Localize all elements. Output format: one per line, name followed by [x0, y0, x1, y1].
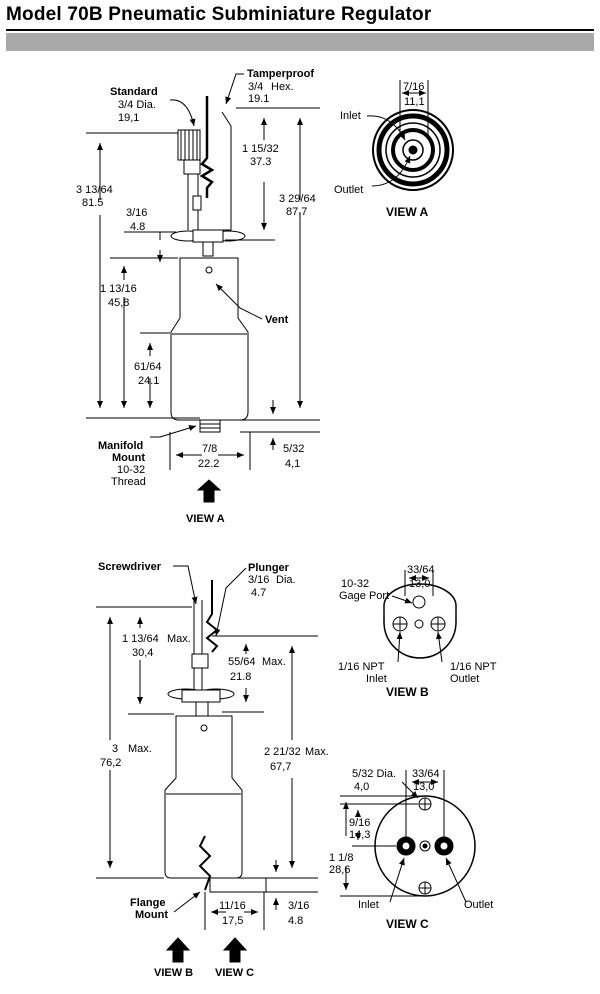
dim-2-21-32-mm: 67,7 [270, 761, 291, 773]
dim-5-32: 5/32 [283, 443, 304, 455]
dim-3-16-b: 3/16 [288, 900, 309, 912]
view-c-width: 33/64 [412, 768, 440, 780]
view-b-npt-inlet: 1/16 NPT [338, 661, 385, 673]
manifold-thread-label: Thread [111, 476, 146, 488]
view-b-npt-outlet: 1/16 NPT [450, 661, 497, 673]
screwdriver-label: Screwdriver [98, 561, 162, 573]
dim-1-13-16-mm: 45,8 [108, 297, 129, 309]
standard-label: Standard [110, 86, 158, 98]
view-c-inlet: Inlet [358, 899, 379, 911]
view-a-dim: 7/16 [403, 81, 424, 93]
standard-dim-mm: 19,1 [118, 112, 139, 124]
view-a-inlet: Inlet [340, 110, 361, 122]
dim-55-64-max: Max. [262, 656, 286, 668]
view-c-height-1: 9/16 [349, 817, 370, 829]
vent-label: Vent [265, 314, 289, 326]
dim-3-16: 3/16 [126, 207, 147, 219]
view-c-height-2-mm: 28,6 [329, 864, 350, 876]
flange-mount-label: Mount [135, 909, 168, 921]
dim-3-29-64-mm: 87,7 [286, 206, 307, 218]
plunger-dim: 3/16 [248, 574, 269, 586]
view-b-gage-port: Gage Port [339, 590, 389, 602]
view-a-dim-mm: 11,1 [404, 96, 425, 108]
top-regulator-body [170, 96, 249, 433]
dim-3-13-64: 3 13/64 [76, 184, 113, 196]
view-c-title: VIEW C [386, 917, 429, 931]
view-c-hole-dia-mm: 4,0 [354, 781, 369, 793]
dim-7-8-mm: 22.2 [198, 458, 219, 470]
plunger-dia: Dia. [276, 574, 296, 586]
standard-dim: 3/4 Dia. [118, 99, 156, 111]
view-c-height-1-mm: 14,3 [349, 829, 370, 841]
top-dimensions [86, 73, 320, 503]
dim-3-16-mm: 4.8 [130, 221, 145, 233]
plunger-dim-mm: 4.7 [251, 587, 266, 599]
dim-11-16: 11/16 [219, 900, 246, 912]
dim-2-21-32: 2 21/32 [264, 746, 301, 758]
dim-5-32-mm: 4,1 [285, 458, 300, 470]
dim-55-64-mm: 21.8 [230, 671, 251, 683]
dim-3-16-b-mm: 4.8 [288, 915, 303, 927]
view-b-diagram [383, 570, 457, 663]
view-b-outlet: Outlet [450, 673, 479, 685]
dim-1-15-32: 1 15/32 [242, 143, 279, 155]
view-a-title: VIEW A [386, 205, 429, 219]
bottom-dimensions [96, 565, 318, 963]
title-band [6, 33, 594, 51]
tamperproof-dim-mm: 19.1 [248, 93, 269, 105]
dim-1-13-64-max: Max. [167, 633, 191, 645]
dim-61-64-mm: 24.1 [138, 375, 159, 387]
manifold-thread-size: 10-32 [117, 464, 145, 476]
dim-61-64: 61/64 [134, 361, 162, 373]
dim-3: 3 [112, 743, 118, 755]
manifold-mount-label: Mount [112, 452, 145, 464]
dim-1-15-32-mm: 37.3 [250, 156, 271, 168]
dim-7-8: 7/8 [202, 443, 217, 455]
plunger-label: Plunger [248, 562, 290, 574]
view-c-height-2: 1 1/8 [329, 852, 353, 864]
page-title: Model 70B Pneumatic Subminiature Regulat… [6, 4, 432, 25]
view-b-arrow-label: VIEW B [154, 967, 193, 979]
dim-2-21-32-max: Max. [305, 746, 329, 758]
dim-1-13-64: 1 13/64 [122, 633, 159, 645]
tamperproof-hex: Hex. [271, 81, 294, 93]
view-c-hole-dia: 5/32 Dia. [352, 768, 396, 780]
view-a-arrow-label: VIEW A [186, 513, 225, 525]
dim-3-max: Max. [128, 743, 152, 755]
view-b-dim-mm: 13,0 [409, 578, 430, 590]
tamperproof-label: Tamperproof [247, 68, 314, 80]
view-c-outlet: Outlet [464, 899, 493, 911]
dim-55-64: 55/64 [228, 656, 256, 668]
dim-1-13-16: 1 13/16 [100, 283, 137, 295]
view-a-outlet: Outlet [334, 184, 363, 196]
view-b-inlet: Inlet [366, 673, 387, 685]
view-b-gage-size: 10-32 [341, 578, 369, 590]
dim-11-16-mm: 17,5 [222, 915, 243, 927]
view-a-diagram [366, 80, 454, 191]
view-c-width-mm: 13,0 [413, 781, 434, 793]
dim-3-29-64: 3 29/64 [279, 193, 316, 205]
dim-3-13-64-mm: 81.5 [82, 197, 103, 209]
view-c-diagram [340, 770, 476, 903]
view-c-arrow-label: VIEW C [215, 967, 254, 979]
dim-1-13-64-mm: 30,4 [132, 647, 153, 659]
view-b-title: VIEW B [386, 685, 429, 699]
dim-3-mm: 76,2 [100, 757, 121, 769]
view-b-dim: 33/64 [407, 564, 435, 576]
tamperproof-dim: 3/4 [248, 81, 263, 93]
flange-label: Flange [130, 897, 165, 909]
title-rule [6, 29, 594, 31]
manifold-label: Manifold [98, 440, 143, 452]
bottom-regulator-body [164, 580, 267, 893]
